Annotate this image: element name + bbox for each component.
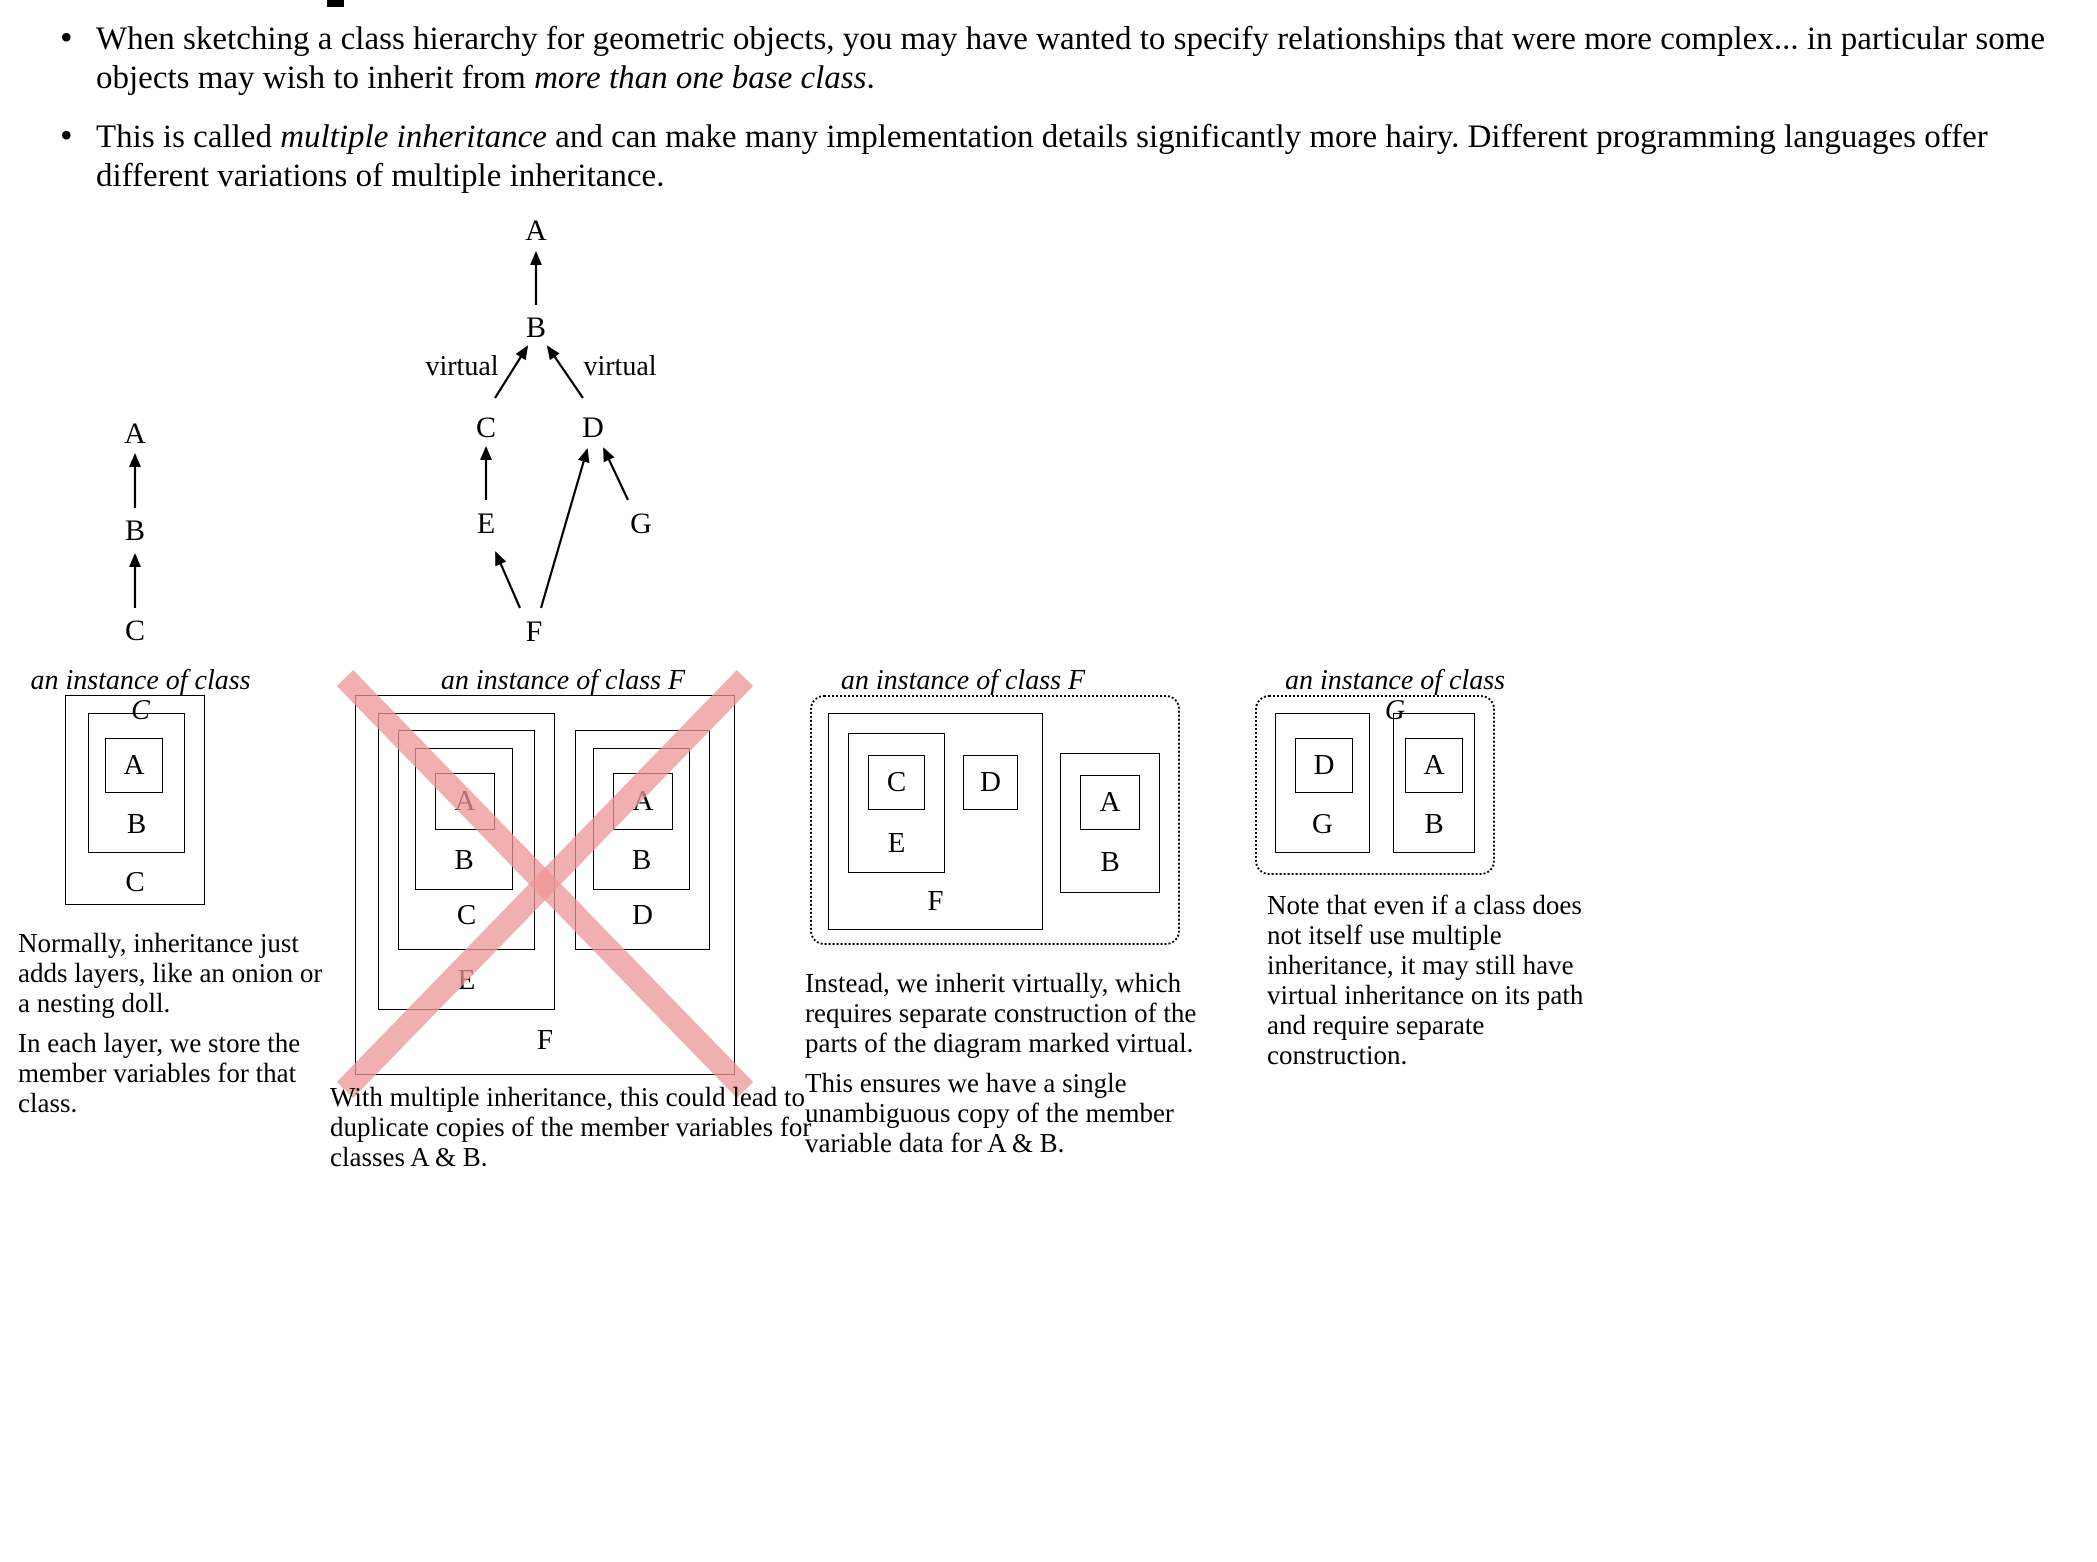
layer-label-b: B (126, 808, 147, 840)
layer-box-b (1060, 753, 1160, 893)
virtual-label-left: virtual (425, 351, 498, 382)
layer-label-d: D (980, 766, 1001, 798)
bullet-list: When sketching a class hierarchy for geo… (58, 18, 2053, 216)
layer-label-f: F (536, 1024, 554, 1056)
layer-box-e (848, 733, 945, 873)
chain-node-b: B (125, 514, 145, 547)
bullet-1-emphasis: more than one base class (534, 60, 867, 96)
multi-node-f: F (526, 615, 543, 648)
layer-box-a: A (1405, 738, 1463, 793)
bullet-1-text: When sketching a class hierarchy for geo… (96, 21, 2046, 96)
note-onion: Normally, inheritance just adds layers, … (18, 928, 338, 1118)
figure-caption: an instance of class G (1284, 665, 1506, 726)
bullet-2-text: This is called (96, 119, 281, 155)
figure-caption: an instance of class F (840, 665, 1086, 696)
bullet-2-emphasis: multiple inheritance (280, 119, 547, 155)
note-virtual: Instead, we inherit virtually, which req… (805, 968, 1235, 1158)
layer-box-c (65, 695, 205, 905)
layer-label-b-left: B (454, 844, 474, 876)
multi-node-e: E (477, 507, 495, 540)
note-duplicate-p1: With multiple inheritance, this could le… (330, 1082, 812, 1172)
layer-label-c: C (125, 866, 145, 898)
note-onion-p2: In each layer, we store the member varia… (18, 1028, 301, 1118)
layer-label-d: D (632, 899, 653, 931)
figure-instance-c: an instance of class C A B C (28, 660, 258, 920)
clipped-heading-fragment (327, 0, 344, 7)
figure-caption: an instance of class F (440, 665, 686, 696)
layer-label-a: A (1423, 749, 1445, 781)
bullet-2-text-end: and can make many implementation details… (96, 119, 1988, 194)
layer-box-a: A (105, 738, 163, 793)
layer-box-g (1275, 713, 1370, 853)
layer-label-a-right: A (632, 785, 654, 817)
layer-box-c: C (868, 755, 925, 810)
arrow-c-to-b (494, 345, 529, 399)
layer-box-f (828, 713, 1043, 930)
figure-instance-f-duplicate: an instance of class F A B C E A B D F (330, 660, 760, 1110)
arrow-g-to-d (603, 447, 629, 501)
layer-box-a: A (1080, 775, 1140, 830)
bullet-item-2: This is called multiple inheritance and … (58, 116, 2053, 196)
chain-node-a: A (124, 417, 146, 450)
layer-box-a-left: A (435, 773, 495, 830)
figure-instance-g: an instance of class G D G A B (1255, 660, 1515, 880)
layer-label-c: C (886, 766, 907, 798)
layer-label-b: B (1100, 846, 1120, 878)
multi-node-b: B (526, 311, 546, 344)
arrow-f-to-d (539, 448, 590, 609)
layer-label-a: A (123, 749, 145, 781)
layer-label-d: D (1313, 749, 1335, 781)
layer-label-a: A (1099, 786, 1121, 818)
figure-caption: an instance of class C (30, 665, 251, 726)
bullet-item-1: When sketching a class hierarchy for geo… (58, 18, 2053, 98)
multiple-inheritance-diagram: A B virtual virtual C D E G F (425, 214, 656, 648)
multi-node-g: G (630, 507, 652, 540)
multi-node-d: D (582, 411, 604, 444)
chain-node-c: C (125, 614, 145, 647)
virtual-group-outline (1255, 695, 1495, 875)
layer-box-b (88, 713, 185, 853)
note-g-p1: Note that even if a class does not itsel… (1267, 890, 1584, 1070)
layer-label-b: B (1424, 808, 1444, 840)
layer-label-f: F (927, 885, 944, 917)
bullet-1-text-end: . (866, 60, 875, 96)
layer-label-g: G (1312, 808, 1333, 840)
multi-node-c: C (476, 411, 496, 444)
layer-box-a-right: A (613, 773, 673, 830)
single-inheritance-diagram: A B C (124, 417, 146, 647)
layer-label-c: C (456, 899, 477, 931)
arrow-d-to-b (546, 345, 584, 399)
layer-label-e: E (887, 827, 906, 859)
layer-box-d: D (963, 755, 1018, 810)
layer-label-e: E (457, 964, 476, 996)
note-virtual-p2: This ensures we have a single unambiguou… (805, 1068, 1174, 1158)
virtual-label-right: virtual (583, 351, 656, 382)
layer-box-d: D (1295, 738, 1353, 793)
layer-label-a-left: A (454, 785, 476, 817)
layer-label-b-right: B (631, 844, 652, 876)
arrow-f-to-e (494, 551, 522, 609)
virtual-group-outline (810, 695, 1180, 945)
note-duplicate: With multiple inheritance, this could le… (330, 1082, 830, 1172)
note-virtual-p1: Instead, we inherit virtually, which req… (805, 968, 1197, 1058)
note-g: Note that even if a class does not itsel… (1267, 890, 1597, 1070)
layer-box-b (1393, 713, 1475, 853)
note-onion-p1: Normally, inheritance just adds layers, … (18, 928, 323, 1018)
figure-instance-f-virtual: an instance of class F C D E F A B (810, 660, 1180, 950)
multi-node-a: A (525, 214, 547, 247)
